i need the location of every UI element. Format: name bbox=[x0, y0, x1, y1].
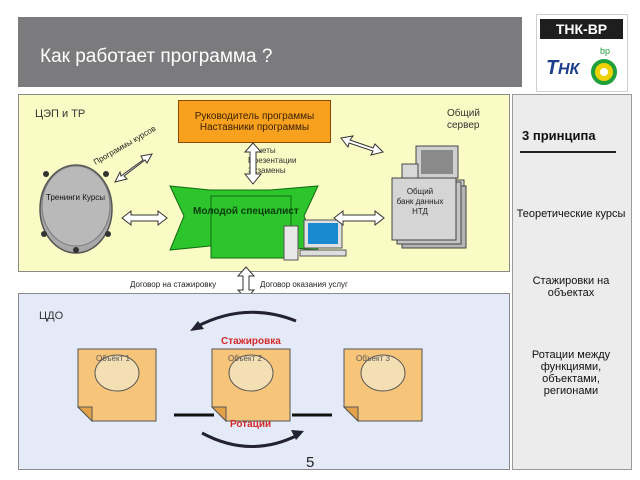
server-label-line-1: Общий bbox=[447, 108, 480, 119]
logo-brand-text: ТНК-BP bbox=[540, 19, 623, 39]
globe-icon bbox=[360, 354, 406, 392]
bottom-panel-graphics bbox=[76, 310, 423, 448]
reports-line-2: Презентации bbox=[248, 156, 297, 165]
object-label-2: Объект 2 bbox=[228, 354, 262, 363]
top-panel-label: ЦЭП и ТР bbox=[35, 108, 86, 120]
rotation-curve-arrow bbox=[201, 431, 299, 448]
page-title: Как работает программа ? bbox=[40, 46, 273, 67]
logo-emblem: Т НК bp bbox=[546, 46, 617, 85]
specialist-bank-arrow bbox=[333, 209, 385, 227]
programs-arrow bbox=[114, 153, 153, 183]
top-panel-graphics bbox=[39, 135, 467, 261]
leader-line-1: Руководитель программы bbox=[194, 110, 315, 122]
bank-line-1: Общий bbox=[406, 187, 434, 196]
leader-specialist-arrow bbox=[243, 142, 263, 185]
logo-tnk-mark: Т bbox=[546, 57, 560, 79]
bank-line-3: НТД bbox=[412, 207, 428, 216]
leader-server-arrow bbox=[340, 135, 384, 156]
principles-panel bbox=[512, 94, 632, 470]
rotation-label: Ротации bbox=[230, 419, 272, 430]
principle-3: Ротации между функциями, объектами, реги… bbox=[531, 349, 611, 397]
internship-curve-arrow bbox=[195, 310, 297, 329]
server-label: Общий сервер bbox=[447, 108, 480, 132]
server-label-line-2: сервер bbox=[447, 120, 480, 131]
page-number: 5 bbox=[306, 454, 315, 471]
young-specialist-label: Молодой специалист bbox=[193, 206, 299, 217]
principles-divider bbox=[520, 151, 616, 153]
bank-line-2: банк данных bbox=[396, 197, 444, 206]
internship-contract-label: Договор на стажировку bbox=[130, 280, 217, 289]
pc-tower-icon bbox=[283, 225, 299, 261]
globe-icon bbox=[228, 354, 274, 392]
principle-1: Теоретические курсы bbox=[516, 208, 626, 220]
bank-label: Общий банк данных НТД bbox=[392, 187, 448, 217]
trainings-specialist-arrow bbox=[121, 209, 168, 227]
leader-line-2: Наставники программы bbox=[199, 121, 310, 133]
globe-icon bbox=[94, 354, 140, 392]
object-card-2 bbox=[210, 348, 291, 423]
object-label-1: Объект 1 bbox=[96, 354, 130, 363]
header-bar bbox=[18, 17, 522, 87]
principles-title: 3 принципа bbox=[522, 128, 596, 143]
services-contract-label: Договор оказания услуг bbox=[260, 280, 348, 289]
object-card-3 bbox=[342, 348, 423, 423]
internship-label: Стажировка bbox=[221, 336, 281, 347]
object-card-1 bbox=[76, 348, 157, 423]
bottom-panel-label: ЦДО bbox=[39, 310, 64, 322]
program-leader-box: Руководитель программы Наставники програ… bbox=[178, 100, 331, 143]
principle-2: Стажировки на объектах bbox=[532, 275, 610, 299]
young-specialist-shape bbox=[169, 185, 347, 261]
logo-bp-text: bp bbox=[600, 46, 610, 56]
reports-label: Отчеты Презентации Экзамены bbox=[248, 146, 296, 176]
database-documents-icon bbox=[391, 177, 467, 249]
trainings-label: Тренинги Курсы bbox=[46, 193, 106, 202]
trainings-circle-icon bbox=[39, 164, 113, 254]
object-label-3: Объект 3 bbox=[356, 354, 390, 363]
reports-line-1: Отчеты bbox=[248, 146, 276, 155]
reports-line-3: Экзамены bbox=[248, 166, 286, 175]
svg-text:НК: НК bbox=[558, 61, 581, 78]
